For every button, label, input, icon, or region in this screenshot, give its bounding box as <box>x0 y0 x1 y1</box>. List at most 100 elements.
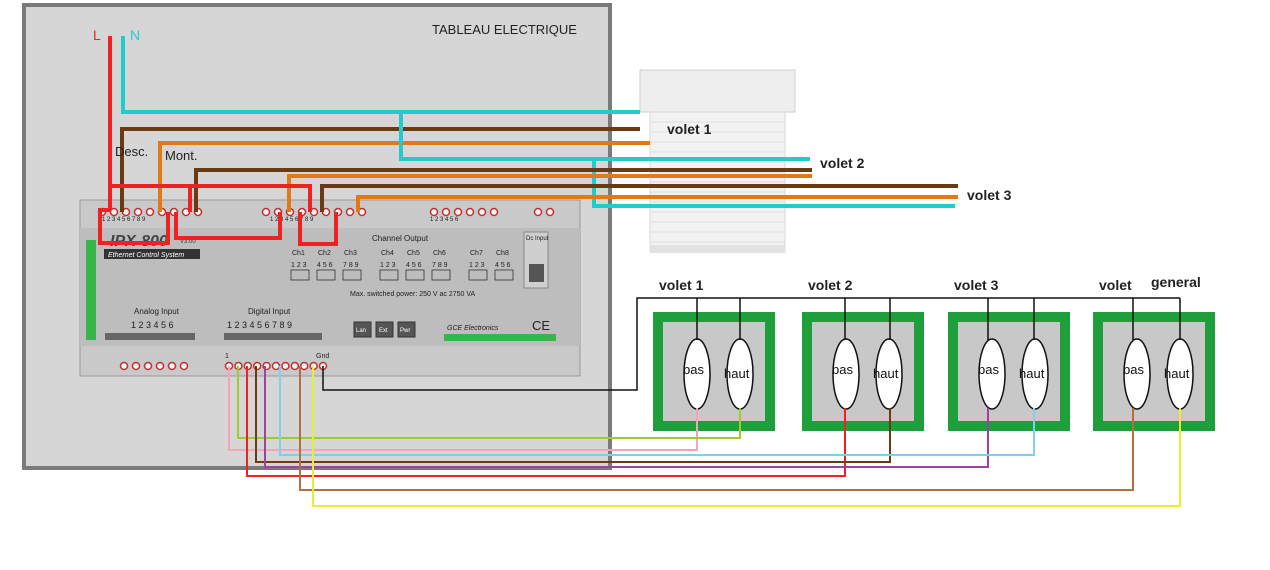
bas-label: bas <box>978 362 999 377</box>
roller-shutter-image <box>639 69 796 253</box>
ext-button <box>375 321 394 338</box>
mont-label: Mont. <box>165 148 198 163</box>
haut-label: haut <box>873 366 899 381</box>
gnd-label: Gnd <box>316 353 329 360</box>
switch-box-2: bas haut <box>802 312 924 431</box>
panel-title: TABLEAU ELECTRIQUE <box>432 22 577 37</box>
terminal-screw <box>131 361 141 371</box>
channel-pins: 7 8 9 <box>432 262 448 269</box>
channel-output-title: Channel Output <box>372 234 429 243</box>
digital-input-title: Digital Input <box>248 307 291 316</box>
terminal-screw <box>109 207 119 217</box>
power-wires <box>98 36 958 246</box>
bas-button <box>1123 338 1151 410</box>
relay-symbol <box>290 269 310 281</box>
signal-wires <box>228 366 1181 507</box>
terminal-screw <box>133 207 143 217</box>
bas-label: bas <box>1123 362 1144 377</box>
ext-label: Ext <box>379 328 388 334</box>
terminal-screw <box>271 361 281 371</box>
relay-symbol <box>494 269 514 281</box>
channel-name: Ch1 <box>292 250 305 257</box>
terminal-screw <box>545 207 555 217</box>
switch-box-4: bas haut <box>1093 312 1215 431</box>
terminal-screw <box>281 361 290 371</box>
digital-input-pins: 1 2 3 4 5 6 7 8 9 <box>227 320 292 330</box>
shutter-label-3: volet 3 <box>967 187 1012 203</box>
max-power-text: Max. switched power: 250 V ac 2750 VA <box>350 291 475 298</box>
relay-symbol <box>468 269 488 281</box>
terminal-screw <box>143 361 153 371</box>
channel-pins: 4 5 6 <box>406 262 422 269</box>
terminal-screw <box>453 207 463 217</box>
dc-input-label: Dc Input <box>526 236 549 242</box>
terminal-screw <box>119 361 129 371</box>
bas-label: bas <box>832 362 853 377</box>
channel-pins: 7 8 9 <box>343 262 359 269</box>
haut-label: haut <box>724 366 750 381</box>
module-subtitle: Ethernet Control System <box>108 252 184 259</box>
channel-pins: 1 2 3 <box>469 262 485 269</box>
channel-name: Ch6 <box>433 250 446 257</box>
channel-pins: 1 2 3 <box>291 262 307 269</box>
neutral-label: N <box>130 27 140 43</box>
analog-input-pins: 1 2 3 4 5 6 <box>131 320 174 330</box>
terminal-screw <box>477 207 487 217</box>
bas-label: bas <box>683 362 704 377</box>
terminal-screw <box>345 207 355 217</box>
relay-symbol <box>342 269 362 281</box>
shutter-label-2: volet 2 <box>820 155 865 171</box>
relay-symbol <box>316 269 336 281</box>
relay-symbol <box>405 269 425 281</box>
brand-label: GCE Electronics <box>447 325 499 332</box>
pwr-button <box>397 321 416 338</box>
channel-name: Ch5 <box>407 250 420 257</box>
terminal-screw <box>155 361 165 371</box>
terminal-screw <box>533 207 543 217</box>
terminal-screw <box>179 361 189 371</box>
channel-name: Ch2 <box>318 250 331 257</box>
terminal-screw <box>299 361 309 371</box>
top-terminal-numbers-2: 1 2 3 4 5 6 7 8 9 <box>270 217 314 223</box>
haut-label: haut <box>1019 366 1045 381</box>
channel-name: Ch3 <box>344 250 357 257</box>
top-terminal-numbers: 1 2 3 4 5 6 7 8 9 <box>102 217 146 223</box>
channel-name: Ch7 <box>470 250 483 257</box>
terminal-screw <box>290 361 300 371</box>
terminal-screw <box>167 361 177 371</box>
switch-label: volet 1 <box>659 277 704 293</box>
terminal-screw <box>145 207 155 217</box>
analog-input-title: Analog Input <box>134 307 180 316</box>
channel-pins: 4 5 6 <box>317 262 333 269</box>
shutter-label-1: volet 1 <box>667 121 712 137</box>
common-wire <box>322 297 1181 391</box>
terminal-screw <box>429 207 439 217</box>
pwr-label: Pwr <box>400 328 410 334</box>
switch-panel: bas haut volet 1 bas haut volet 2 bas haut volet… <box>653 274 1215 431</box>
switch-label: volet 3 <box>954 277 999 293</box>
terminal-screw <box>441 207 451 217</box>
relay-symbol <box>431 269 451 281</box>
channel-name: Ch8 <box>496 250 509 257</box>
switch-label-general: general <box>1151 274 1201 290</box>
input-1-label: 1 <box>225 353 229 360</box>
top-terminal-numbers-3: 1 2 3 4 5 6 <box>430 217 459 223</box>
channel-name: Ch4 <box>381 250 394 257</box>
haut-label: haut <box>1164 366 1190 381</box>
bas-button <box>978 338 1006 410</box>
module-version: V3.00 <box>180 239 196 245</box>
switch-label: volet <box>1099 277 1132 293</box>
switch-label: volet 2 <box>808 277 853 293</box>
switch-box-1: bas haut <box>653 312 775 431</box>
switch-box-3: bas haut <box>948 312 1070 431</box>
ipx800-module: Ethernet Control System IPX-800 V3.00 Ch… <box>79 199 581 377</box>
channel-pins: 4 5 6 <box>495 262 511 269</box>
terminal-screw <box>252 361 262 371</box>
terminal-screw <box>465 207 475 217</box>
channel-pins: 1 2 3 <box>380 262 396 269</box>
terminal-screw <box>489 207 499 217</box>
desc-label: Desc. <box>115 144 148 159</box>
lan-label: Lan <box>356 328 366 334</box>
terminal-screw <box>261 207 271 217</box>
